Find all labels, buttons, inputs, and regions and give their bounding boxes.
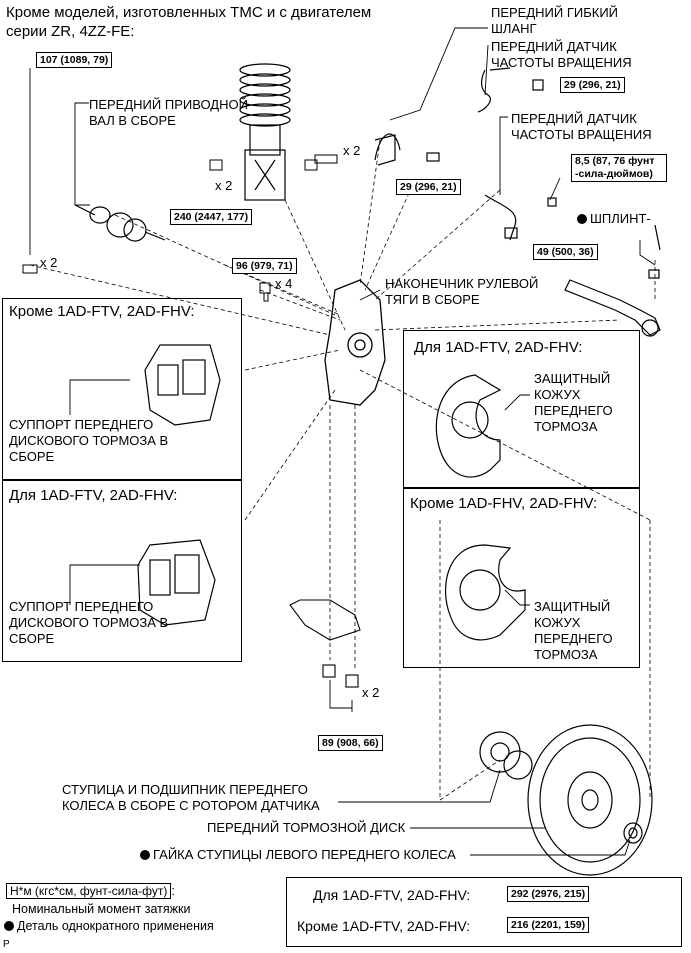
leader-lines [29, 27, 656, 856]
legend-single-use: Деталь однократного применения [4, 918, 214, 934]
hub-bearing [479, 731, 533, 780]
speed-sensor-top [477, 67, 544, 113]
panel-caliper-except-label: СУППОРТ ПЕРЕДНЕГО ДИСКОВОГО ТОРМОЗА В СБ… [9, 417, 169, 464]
torque-89: 89 (908, 66) [318, 735, 383, 751]
label-hub-nut: ГАЙКА СТУПИЦЫ ЛЕВОГО ПЕРЕДНЕГО КОЛЕСА [140, 847, 456, 863]
speed-sensor-lower [484, 194, 557, 241]
strut-assembly [239, 63, 291, 201]
panel-dust-cover-except-label: ЗАЩИТНЫЙ КОЖУХ ПЕРЕДНЕГО ТОРМОЗА [534, 599, 613, 662]
panel-caliper-for: Для 1AD-FTV, 2AD-FHV: СУППОРТ ПЕРЕДНЕГО … [2, 480, 242, 662]
assembly-lines [29, 139, 656, 801]
tie-rod-end [564, 224, 661, 337]
legend-nominal: Номинальный момент затяжки [12, 902, 191, 916]
torque-107: 107 (1089, 79) [36, 52, 113, 68]
panel-dust-cover-for-label: ЗАЩИТНЫЙ КОЖУХ ПЕРЕДНЕГО ТОРМОЗА [534, 371, 613, 434]
hub-nut-row2-label: Кроме 1AD-FTV, 2AD-FHV: [297, 918, 471, 934]
torque-8-5: 8,5 (87, 76 фунт -сила-дюймов) [571, 154, 667, 182]
knuckle-bolts [259, 282, 271, 302]
label-hub-bearing: СТУПИЦА И ПОДШИПНИК ПЕРЕДНЕГО КОЛЕСА В С… [62, 782, 320, 813]
label-brake-disc: ПЕРЕДНИЙ ТОРМОЗНОЙ ДИСК [207, 820, 406, 835]
brake-hose [374, 133, 440, 166]
qty-strut-bolt: x 2 [343, 143, 361, 158]
panel-caliper-except-title: Кроме 1AD-FTV, 2AD-FHV: [9, 303, 195, 320]
panel-caliper-except: Кроме 1AD-FTV, 2AD-FHV: СУППОРТ ПЕРЕДНЕГ… [2, 298, 242, 480]
qty-bottom: x 2 [362, 685, 380, 700]
hub-nut-row1-value: 292 (2976, 215) [507, 886, 590, 902]
label-tie-rod-end: НАКОНЕЧНИК РУЛЕВОЙ ТЯГИ В СБОРЕ [385, 276, 539, 307]
torque-240: 240 (2447, 177) [170, 209, 253, 225]
qty-left-bolt: x 2 [40, 255, 58, 270]
single-use-dot-icon [4, 921, 14, 931]
panel-dust-cover-except: Кроме 1AD-FHV, 2AD-FHV: ЗАЩИТНЫЙ КОЖУХ П… [403, 488, 640, 668]
header-line-1: Кроме моделей, изготовленных ТМС и с дви… [6, 4, 372, 21]
panel-caliper-for-title: Для 1AD-FTV, 2AD-FHV: [9, 487, 178, 504]
label-speed-sensor-lower: ПЕРЕДНИЙ ДАТЧИК ЧАСТОТЫ ВРАЩЕНИЯ [511, 111, 652, 142]
torque-29-top: 29 (296, 21) [560, 77, 625, 93]
label-splint-text: ШПЛИНТ [590, 211, 647, 226]
corner-mark: P [3, 939, 10, 950]
label-speed-sensor-top: ПЕРЕДНИЙ ДАТЧИК ЧАСТОТЫ ВРАЩЕНИЯ [491, 39, 632, 70]
qty-knuckle-bolt: x 4 [275, 276, 293, 291]
torque-96: 96 (979, 71) [232, 258, 297, 274]
hub-nut-torque-table: Для 1AD-FTV, 2AD-FHV: 292 (2976, 215) Кр… [286, 877, 682, 947]
caliper-drawing-1 [144, 344, 221, 426]
torque-29-hose: 29 (296, 21) [396, 179, 461, 195]
legend-single-use-text: Деталь однократного применения [17, 919, 214, 933]
label-drive-shaft: ПЕРЕДНИЙ ПРИВОДНОЙ ВАЛ В СБОРЕ [89, 97, 248, 128]
single-use-dot-icon [577, 214, 587, 224]
panel-dust-cover-except-title: Кроме 1AD-FHV, 2AD-FHV: [410, 495, 598, 512]
left-bolt [22, 264, 38, 274]
legend-unit-suffix: : [171, 883, 175, 898]
caliper-drawing-2 [137, 539, 216, 626]
hub-nut-row2-value: 216 (2201, 159) [507, 917, 590, 933]
panel-caliper-for-label: СУППОРТ ПЕРЕДНЕГО ДИСКОВОГО ТОРМОЗА В СБ… [9, 599, 169, 646]
steering-knuckle [324, 279, 386, 406]
label-hub-nut-text: ГАЙКА СТУПИЦЫ ЛЕВОГО ПЕРЕДНЕГО КОЛЕСА [153, 847, 456, 862]
panel-dust-cover-for-title: Для 1AD-FTV, 2AD-FHV: [414, 339, 583, 356]
hub-nut [623, 822, 643, 844]
panel-dust-cover-for: Для 1AD-FTV, 2AD-FHV: ЗАЩИТНЫЙ КОЖУХ ПЕР… [403, 330, 640, 488]
single-use-dot-icon [140, 850, 150, 860]
dust-cover-drawing-1 [435, 374, 502, 478]
legend-unit: Н*м (кгс*см, фунт-сила-фут): [6, 883, 175, 899]
lower-bracket [289, 599, 361, 688]
torque-49: 49 (500, 36) [533, 244, 598, 260]
brake-disc [527, 724, 653, 876]
label-brake-hose: ПЕРЕДНИЙ ГИБКИЙ ШЛАНГ [491, 5, 619, 36]
header-line-2: серии ZR, 4ZZ-FE: [6, 23, 135, 40]
hub-nut-row1-label: Для 1AD-FTV, 2AD-FHV: [313, 887, 471, 903]
strut-bolts [209, 154, 338, 171]
dust-cover-drawing-2 [444, 544, 526, 641]
qty-strut-nut: x 2 [215, 178, 233, 193]
drive-shaft [74, 204, 166, 242]
legend-unit-box: Н*м (кгс*см, фунт-сила-фут) [6, 883, 172, 899]
label-splint: ШПЛИНТ- [577, 211, 651, 227]
